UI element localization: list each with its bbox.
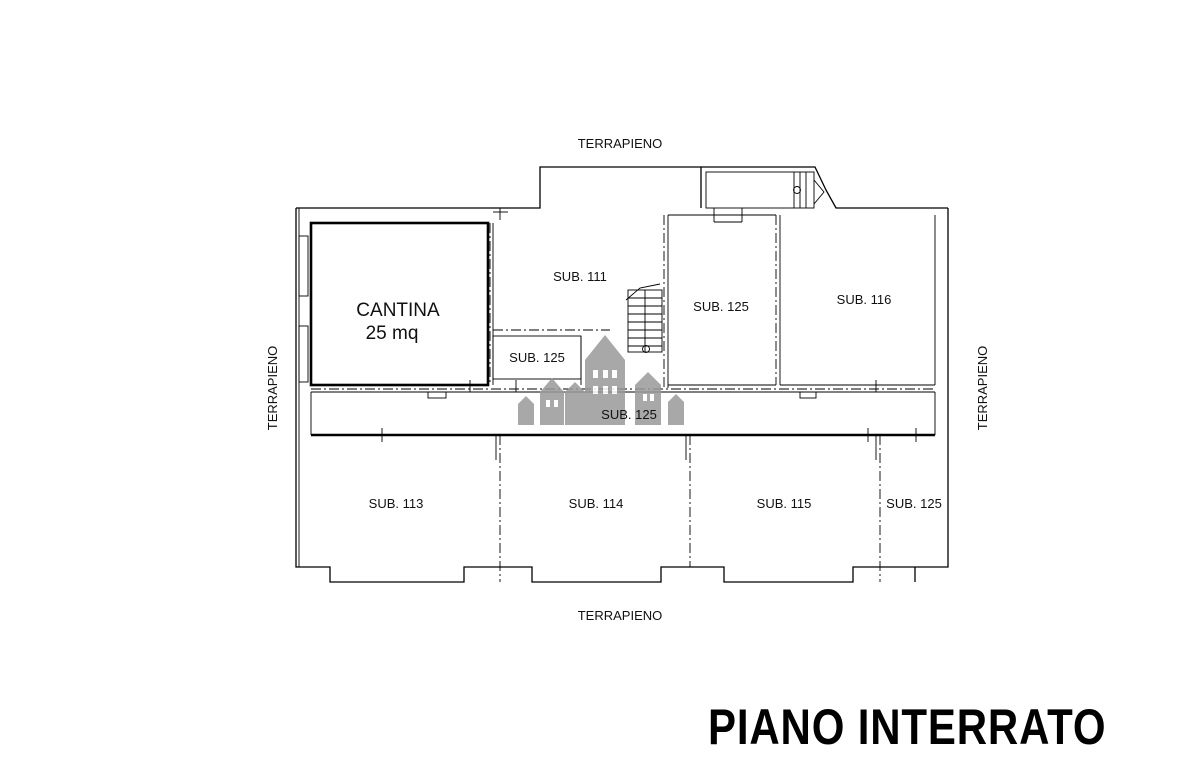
external-stair [705,171,825,209]
label-sub125-right: SUB. 125 [886,496,942,511]
label-sub125-center: SUB. 125 [693,299,749,314]
label-cantina-area: 25 mq [366,323,419,344]
label-sub125-corridor: SUB. 125 [601,407,657,422]
label-sub113: SUB. 113 [369,496,424,511]
label-terrapieno-right: TERRAPIENO [975,346,990,431]
sub111-room [493,208,776,388]
sub125-small-room [492,335,582,385]
label-terrapieno-top: TERRAPIENO [578,136,663,151]
label-terrapieno-bottom: TERRAPIENO [578,608,663,623]
outer-walls [295,166,949,583]
staircase [625,283,663,353]
label-cantina-name: CANTINA [356,300,440,321]
watermark-logo [518,335,684,425]
sub125-center-room [668,208,781,386]
label-terrapieno-left: TERRAPIENO [265,346,280,431]
label-sub114: SUB. 114 [569,496,624,511]
sub116-room [780,215,936,386]
label-sub116: SUB. 116 [837,292,892,307]
label-sub111: SUB. 111 [553,269,607,284]
plan-title: PIANO INTERRATO [708,699,1107,755]
lower-rooms [495,435,881,582]
label-sub125-small: SUB. 125 [509,350,565,365]
label-sub115: SUB. 115 [757,496,812,511]
